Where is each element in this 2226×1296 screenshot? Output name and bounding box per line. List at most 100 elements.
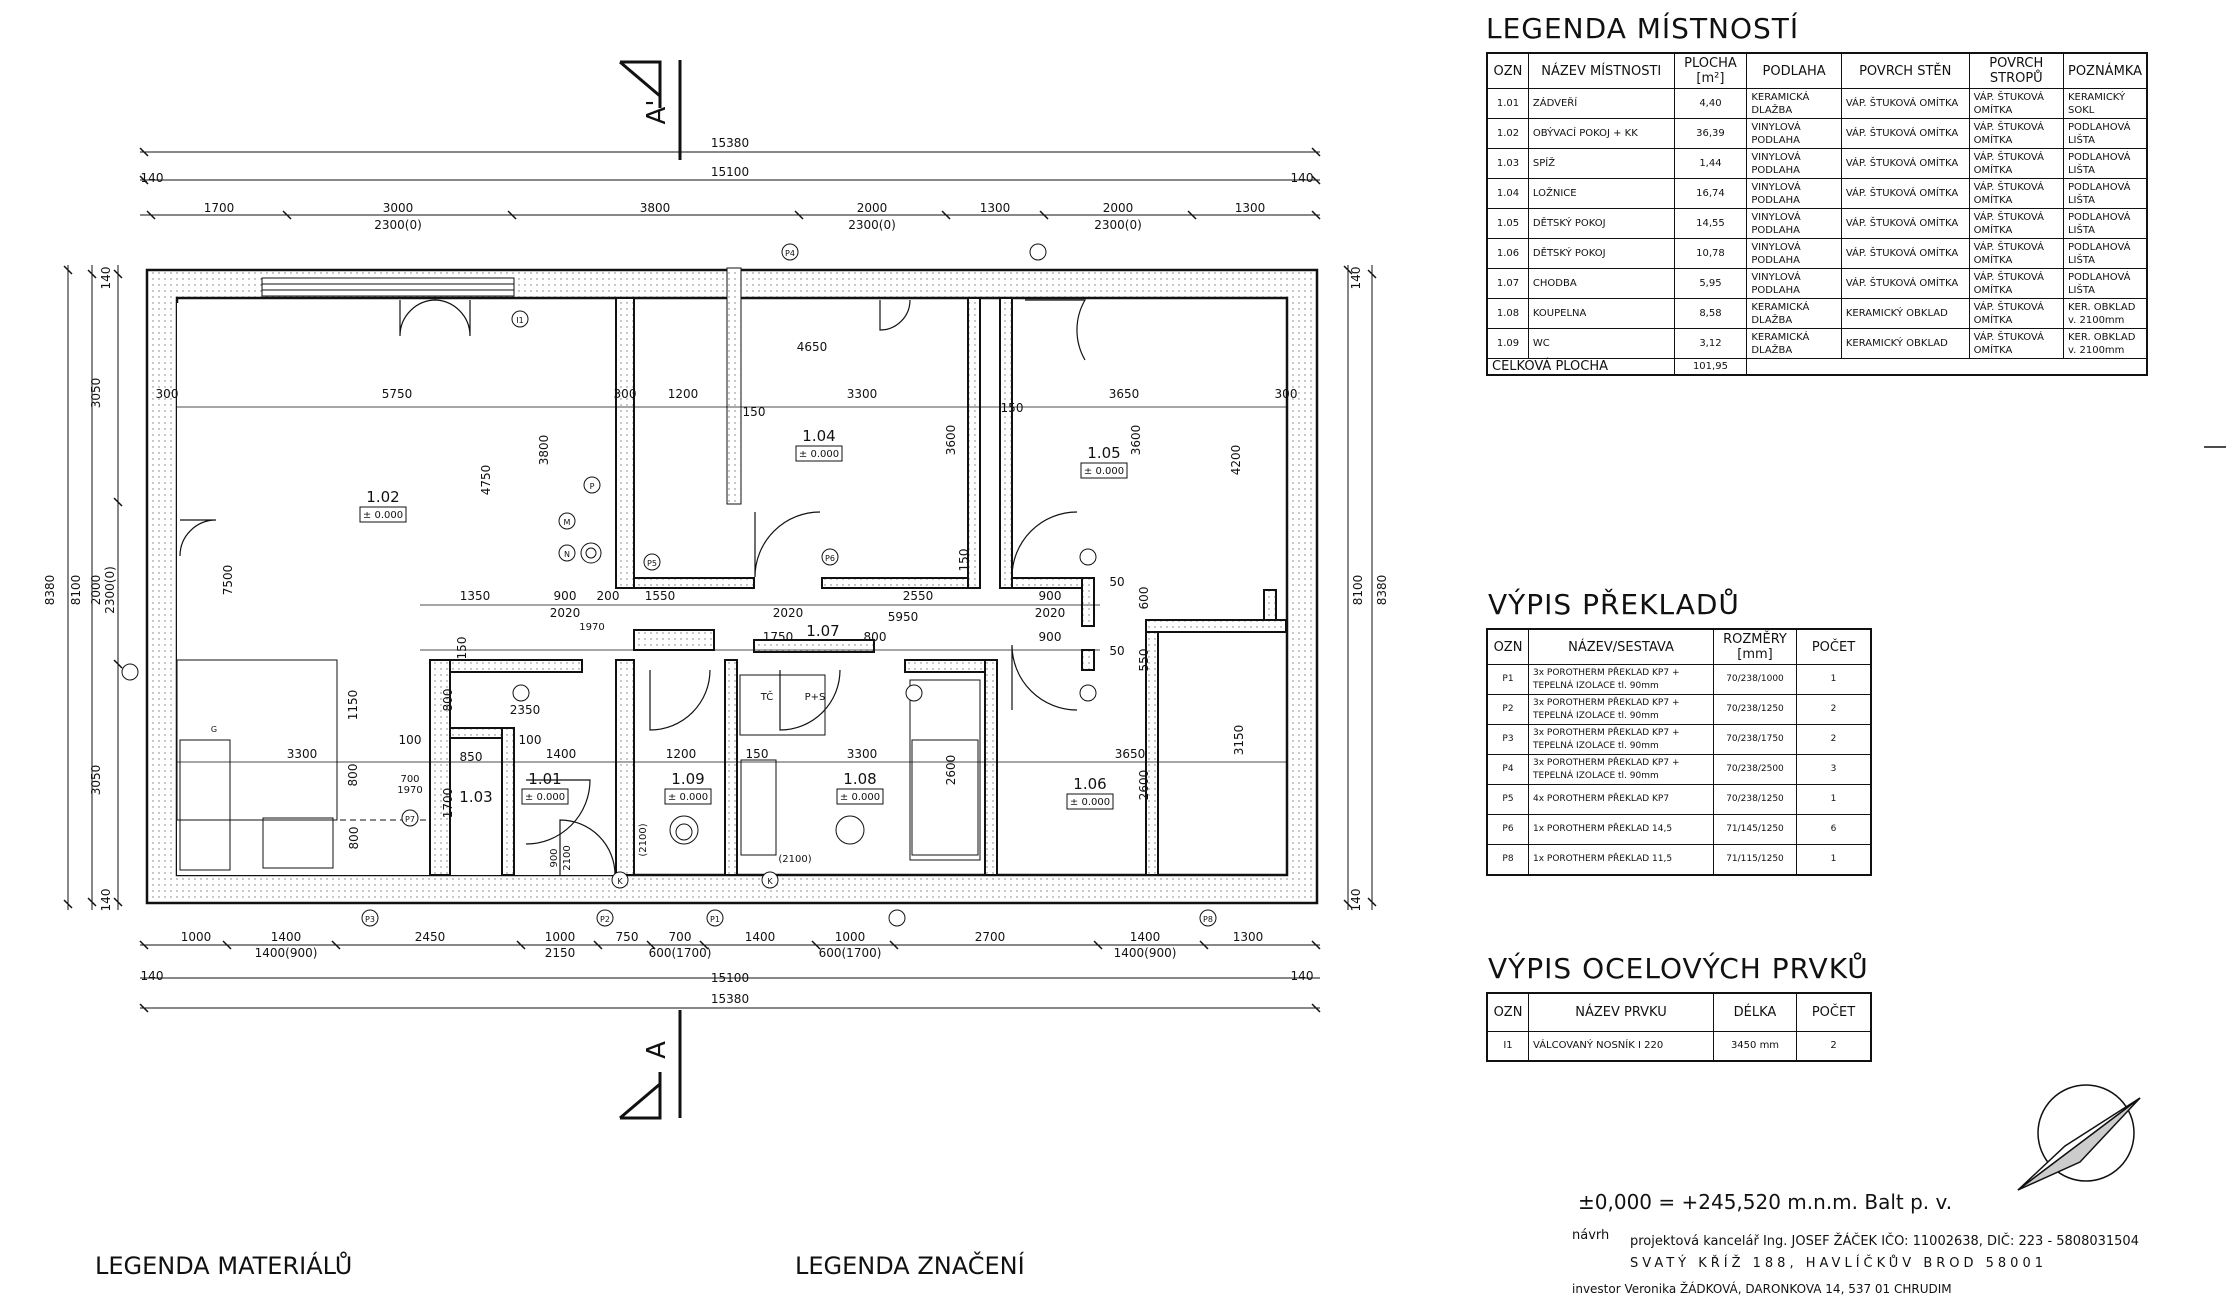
col-name: NÁZEV MÍSTNOSTI xyxy=(1527,52,1675,89)
table-cell: 1.04 xyxy=(1486,178,1529,209)
table-cell: P1 xyxy=(1486,664,1529,695)
col-ozn: OZN xyxy=(1486,52,1529,89)
table-cell: KERAMICKÝ OBKLAD xyxy=(1840,298,1970,329)
room-1.05-level: ± 0.000 xyxy=(1084,466,1124,477)
table-cell: 16,74 xyxy=(1673,178,1748,209)
inner-dim: 50 xyxy=(1109,644,1124,658)
table-cell: P5 xyxy=(1486,784,1529,815)
dim-top-chain-0: 1700 xyxy=(204,201,235,215)
room-1.09-id: 1.09 xyxy=(671,770,704,788)
inner-dim: 1400 xyxy=(546,747,577,761)
dim-right-outer: 8380 xyxy=(1375,575,1389,606)
table-cell: DĚTSKÝ POKOJ xyxy=(1527,208,1675,239)
table-cell: VÁP. ŠTUKOVÁ OMÍTKA xyxy=(1968,208,2064,239)
table-cell: 14,55 xyxy=(1673,208,1748,239)
dim-bottom-chain-5: 700 xyxy=(669,930,692,944)
symbol-label: N xyxy=(564,550,570,559)
inner-dim: 800 xyxy=(864,630,887,644)
table-cell: VINYLOVÁ PODLAHA xyxy=(1746,238,1842,269)
inner-dim: 850 xyxy=(460,750,483,764)
col-count: POČET xyxy=(1796,628,1872,665)
table-cell: 10,78 xyxy=(1673,238,1748,269)
table-cell: 1 xyxy=(1796,664,1872,695)
table-cell: 1.09 xyxy=(1486,328,1529,359)
inner-dim: 4200 xyxy=(1229,445,1243,476)
col-ozn: OZN xyxy=(1486,628,1529,665)
dim-left-chain-0: 140 xyxy=(99,267,113,290)
dim-right-chain-1: 140 xyxy=(1349,889,1363,912)
inner-dim: 150 xyxy=(1001,401,1024,415)
table-cell: OBÝVACÍ POKOJ + KK xyxy=(1527,118,1675,149)
table-cell: VÁP. ŠTUKOVÁ OMÍTKA xyxy=(1840,268,1970,299)
inner-dim: 3300 xyxy=(847,387,878,401)
table-cell: 3,12 xyxy=(1673,328,1748,359)
dim-top-end-left: 140 xyxy=(141,171,164,185)
table-cell: 3x POROTHERM PŘEKLAD KP7 + TEPELNÁ IZOLA… xyxy=(1528,664,1714,695)
table-cell: VÁP. ŠTUKOVÁ OMÍTKA xyxy=(1840,178,1970,209)
table-cell: PODLAHOVÁ LIŠTA xyxy=(2062,148,2148,179)
table-cell: VÁP. ŠTUKOVÁ OMÍTKA xyxy=(1840,88,1970,119)
design-address: SVATÝ KŘÍŽ 188, HAVLÍČKŮV BROD 58001 xyxy=(1630,1256,2047,1271)
inner-dim: 3800 xyxy=(537,435,551,466)
symbol-label: M xyxy=(564,518,571,527)
inner-dim: 1970 xyxy=(397,785,422,796)
dim-bottom-opening-0: 1400(900) xyxy=(255,946,318,960)
dim-bottom-opening-1: 2150 xyxy=(545,946,576,960)
kanal-label: K xyxy=(617,877,623,886)
table-cell: PODLAHOVÁ LIŠTA xyxy=(2062,118,2148,149)
table-cell: 1.07 xyxy=(1486,268,1529,299)
dim-right-inner: 8100 xyxy=(1351,575,1365,606)
dim-left-chain-4: 140 xyxy=(99,889,113,912)
total-label: CELKOVÁ PLOCHA xyxy=(1486,358,1675,376)
table-cell: 36,39 xyxy=(1673,118,1748,149)
table-cell: 71/115/1250 xyxy=(1713,844,1797,875)
dimension-lines xyxy=(67,151,1373,1009)
dim-left-opening: 2300(0) xyxy=(103,566,117,614)
inner-dim: 200 xyxy=(597,589,620,603)
lintel-markers xyxy=(121,243,1217,927)
table-cell: 1x POROTHERM PŘEKLAD 14,5 xyxy=(1528,814,1714,845)
table-cell: PODLAHOVÁ LIŠTA xyxy=(2062,268,2148,299)
steel-label: I1 xyxy=(516,316,523,325)
table-cell: KERAMICKÝ OBKLAD xyxy=(1840,328,1970,359)
inner-dim: 150 xyxy=(957,549,971,572)
inner-dim: 7500 xyxy=(221,565,235,596)
col-name: NÁZEV/SESTAVA xyxy=(1528,628,1714,665)
inner-dim: 1970 xyxy=(579,622,604,633)
table-cell: VINYLOVÁ PODLAHA xyxy=(1746,178,1842,209)
table-cell: P3 xyxy=(1486,724,1529,755)
table-cell: KER. OBKLAD v. 2100mm xyxy=(2062,328,2148,359)
inner-dim: 3650 xyxy=(1109,387,1140,401)
col-count: POČET xyxy=(1796,992,1872,1032)
table-cell: P8 xyxy=(1486,844,1529,875)
table-cell: VINYLOVÁ PODLAHA xyxy=(1746,118,1842,149)
inner-dim: 300 xyxy=(156,387,179,401)
inner-dim: 5950 xyxy=(888,610,919,624)
table-cell: 2 xyxy=(1796,694,1872,725)
dim-bottom-chain-0: 1000 xyxy=(181,930,212,944)
dim-left-chain-3: 3050 xyxy=(89,765,103,796)
inner-dim: 2600 xyxy=(1137,770,1151,801)
table-cell: 1.03 xyxy=(1486,148,1529,179)
inner-dim: 150 xyxy=(746,747,769,761)
table-cell: 2 xyxy=(1796,724,1872,755)
table-cell: 6 xyxy=(1796,814,1872,845)
dim-bottom-chain-9: 1400 xyxy=(1130,930,1161,944)
inner-dim: 4650 xyxy=(797,340,828,354)
dim-top-chain-5: 2000 xyxy=(1103,201,1134,215)
table-cell: 1x POROTHERM PŘEKLAD 11,5 xyxy=(1528,844,1714,875)
table-cell: P4 xyxy=(1486,754,1529,785)
symbol-label: G xyxy=(211,725,217,734)
dim-bottom-chain-10: 1300 xyxy=(1233,930,1264,944)
inner-dim: 2020 xyxy=(1035,606,1066,620)
table-cell: 70/238/2500 xyxy=(1713,754,1797,785)
inner-dim: 50 xyxy=(1109,575,1124,589)
table-cell: 5,95 xyxy=(1673,268,1748,299)
